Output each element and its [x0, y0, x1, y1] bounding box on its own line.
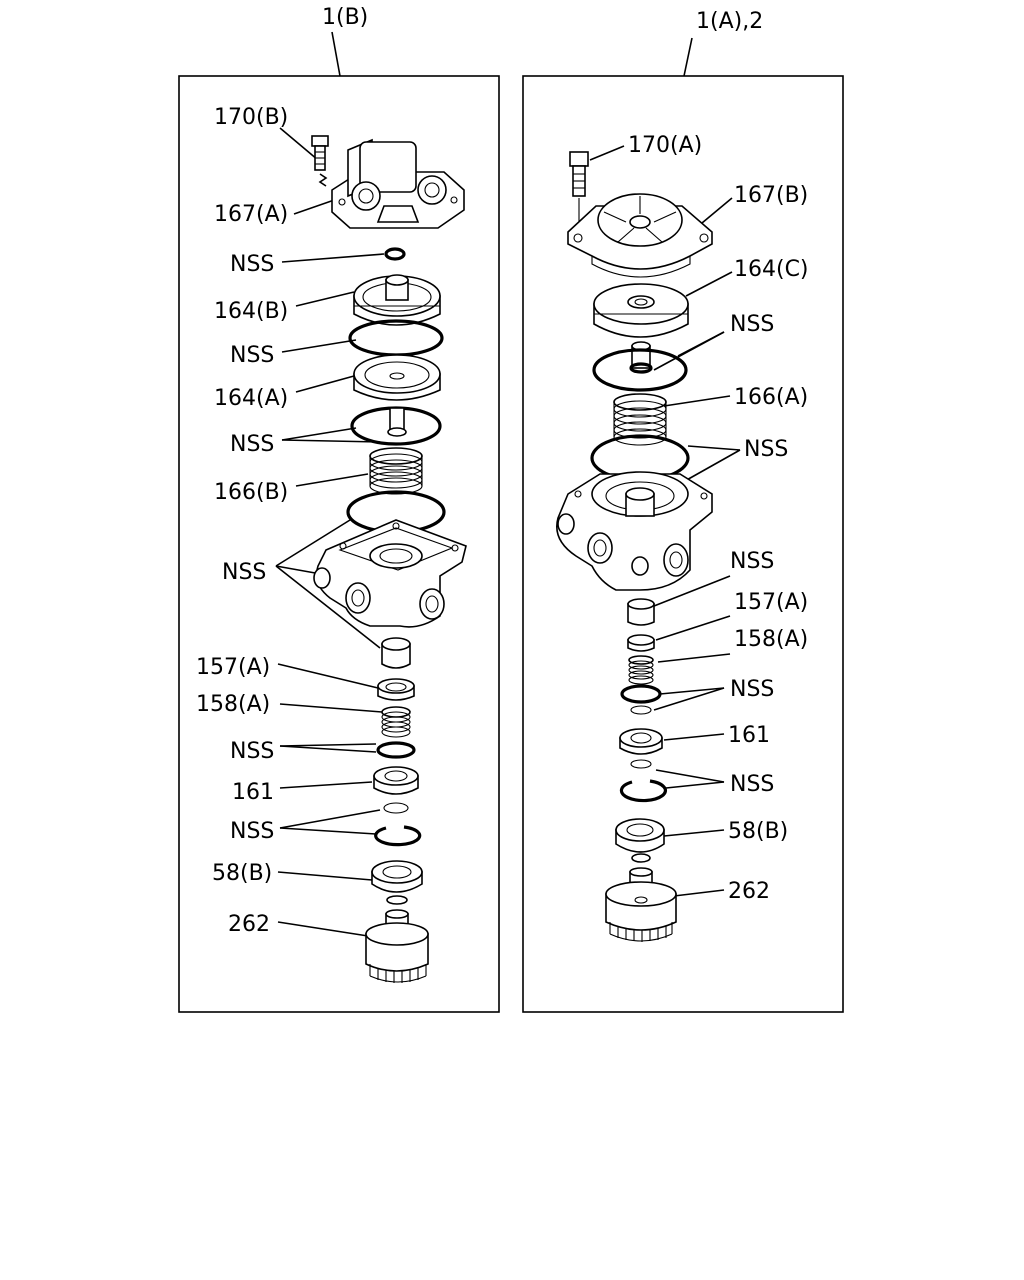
- valve-157a: [377, 678, 415, 701]
- callout-nss-2: NSS: [230, 343, 274, 368]
- callout-nss-r4: NSS: [730, 677, 774, 702]
- callout-164a: 164(A): [214, 386, 288, 411]
- spring-158a-r: [628, 655, 654, 685]
- callout-170a: 170(A): [628, 133, 702, 158]
- o-ring-r3: [620, 684, 662, 704]
- callout-262-r: 262: [728, 879, 770, 904]
- callout-nss-r2: NSS: [744, 437, 788, 462]
- valve-seat-161: [373, 766, 419, 795]
- leader-lines-1b: [275, 127, 385, 937]
- callout-164b: 164(B): [214, 299, 288, 324]
- o-ring-r1: [592, 348, 688, 392]
- callout-nss-1: NSS: [230, 252, 274, 277]
- piston-164c: [593, 283, 689, 338]
- callout-158a: 158(A): [196, 692, 270, 717]
- callout-161: 161: [232, 780, 274, 805]
- exhaust-58b: [371, 860, 423, 905]
- callout-167b: 167(B): [734, 183, 808, 208]
- piston-164a: [353, 354, 441, 401]
- cap-262-r: [605, 867, 677, 942]
- callout-nss-r1: NSS: [730, 312, 774, 337]
- body-1a-2: [556, 471, 713, 591]
- cover-167b: [567, 193, 713, 278]
- valve-seat-161-r: [619, 728, 663, 755]
- valve-157a-r: [627, 634, 655, 652]
- callout-167a: 167(A): [214, 202, 288, 227]
- callout-262: 262: [228, 912, 270, 937]
- spring-158a: [381, 706, 411, 738]
- callout-nss-r3: NSS: [730, 549, 774, 574]
- body-1b: [313, 519, 467, 628]
- sleeve-1a: [627, 598, 655, 626]
- callout-nss-6: NSS: [230, 819, 274, 844]
- callout-58b: 58(B): [212, 861, 272, 886]
- o-ring-small: [384, 247, 406, 261]
- panel-1a-2: 1(A),2 170(A) 167(B) 164(C) NSS 166(A) N…: [522, 9, 844, 1013]
- snap-ring-1b: [374, 825, 422, 847]
- bolt-170a: [569, 151, 589, 226]
- stem-164a: [387, 407, 407, 437]
- cover-167a: [331, 138, 465, 229]
- o-ring-small-2: [376, 741, 416, 759]
- panel-1b: 1(B) 170(B) 167(A) NSS 164(B) NSS 164(A)…: [178, 5, 500, 1013]
- exhaust-58b-r: [615, 818, 665, 863]
- callout-nss-3: NSS: [230, 432, 274, 457]
- panel-frame-1b: [178, 75, 500, 1013]
- washer-r: [630, 705, 652, 715]
- callout-170b: 170(B): [214, 105, 288, 130]
- sleeve-1b: [381, 637, 411, 669]
- callout-166b: 166(B): [214, 480, 288, 505]
- callout-nss-5: NSS: [230, 739, 274, 764]
- spring-166b: [369, 447, 423, 495]
- washer-1b: [383, 802, 409, 814]
- callout-157a: 157(A): [196, 655, 270, 680]
- o-ring-r1-small: [629, 362, 653, 374]
- callout-164c: 164(C): [734, 257, 809, 282]
- callout-161-r: 161: [728, 723, 770, 748]
- panel-title-1b: 1(B): [322, 5, 368, 30]
- callout-158a-r: 158(A): [734, 627, 808, 652]
- callout-166a: 166(A): [734, 385, 808, 410]
- panel-frame-1a-2: [522, 75, 844, 1013]
- cap-262: [365, 909, 429, 983]
- callout-nss-4: NSS: [222, 560, 266, 585]
- callout-58b-r: 58(B): [728, 819, 788, 844]
- bolt-170b: [311, 135, 329, 187]
- callout-157a-r: 157(A): [734, 590, 808, 615]
- callout-nss-r5: NSS: [730, 772, 774, 797]
- piston-164b: [353, 274, 441, 326]
- spring-166a: [613, 393, 667, 446]
- washer-r2: [630, 759, 652, 769]
- panel-title-1a-2: 1(A),2: [696, 9, 763, 34]
- snap-ring-r: [619, 779, 668, 803]
- o-ring-large-1: [348, 319, 444, 357]
